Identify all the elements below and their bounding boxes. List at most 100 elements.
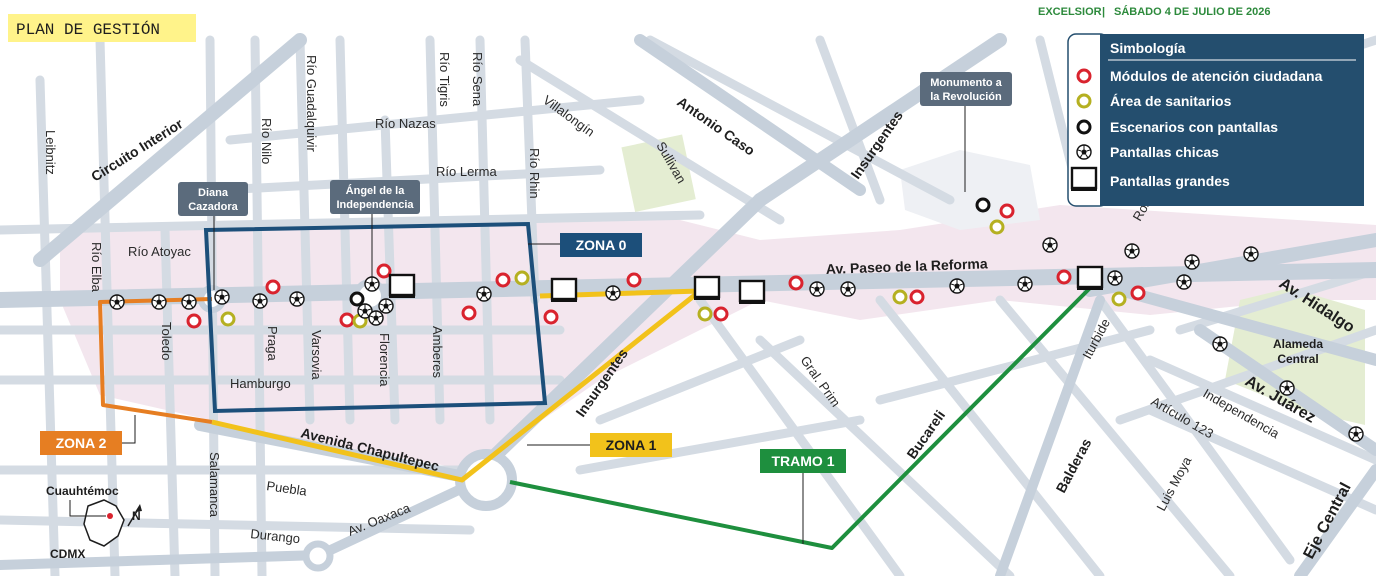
big-screen-marker — [692, 275, 722, 302]
street-rio-elba: Río Elba — [89, 242, 104, 293]
svg-text:ZONA 1: ZONA 1 — [606, 437, 657, 453]
svg-text:ZONA 2: ZONA 2 — [56, 435, 107, 451]
small-screen-marker — [1243, 246, 1259, 262]
header-masthead: EXCELSIOR | SÁBADO 4 DE JULIO DE 2026 — [1038, 5, 1271, 18]
inset-delegacion-label: Cuauhtémoc — [46, 484, 119, 498]
small-screen-marker — [605, 285, 621, 301]
street-puebla: Puebla — [266, 478, 309, 499]
sanitary-marker — [514, 270, 530, 286]
callout-angel: Ángel de la Independencia — [330, 180, 420, 284]
small-screen-marker — [1042, 237, 1058, 253]
small-screen-marker — [289, 291, 305, 307]
legend-item-pantallas-grandes: Pantallas grandes — [1110, 173, 1230, 189]
street-rio-nilo: Río Nilo — [259, 118, 274, 164]
inset-locator: Cuauhtémoc N CDMX — [46, 484, 142, 561]
module-marker — [543, 309, 559, 325]
small-screen-marker — [368, 310, 384, 326]
street-toledo: Toledo — [159, 322, 174, 360]
small-screen-marker — [181, 294, 197, 310]
big-screen-marker — [549, 277, 579, 304]
svg-text:Monumento a: Monumento a — [930, 77, 1002, 89]
zona-0-boundary — [203, 221, 548, 414]
svg-text:Central: Central — [1277, 352, 1318, 366]
small-screen-marker — [476, 286, 492, 302]
masthead-separator: | — [1102, 6, 1105, 18]
yellow-circle-icon — [1076, 93, 1092, 109]
tramo-1-label: TRAMO 1 — [760, 449, 846, 544]
street-durango: Durango — [250, 526, 301, 546]
svg-text:TRAMO 1: TRAMO 1 — [772, 453, 835, 469]
legend-item-modulos: Módulos de atención ciudadana — [1110, 68, 1323, 84]
small-screen-marker — [1212, 336, 1228, 352]
small-screen-marker — [1017, 276, 1033, 292]
small-screen-marker — [109, 294, 125, 310]
module-marker — [495, 272, 511, 288]
small-screen-marker — [809, 281, 825, 297]
small-screen-marker — [364, 276, 380, 292]
screen-icon — [1069, 166, 1099, 193]
module-marker — [265, 279, 281, 295]
sanitary-marker — [892, 289, 908, 305]
tramo-1-route — [509, 286, 1092, 550]
module-marker — [626, 272, 642, 288]
zona-0-label: ZONA 0 — [528, 233, 642, 257]
small-screen-marker — [151, 294, 167, 310]
small-screen-marker — [1184, 254, 1200, 270]
street-amberes: Amberes — [430, 326, 445, 379]
module-marker — [788, 275, 804, 291]
zona-2-label: ZONA 2 — [40, 415, 136, 455]
legend-title: Simbología — [1110, 40, 1186, 56]
inset-cdmx-label: CDMX — [50, 547, 85, 561]
module-marker — [186, 313, 202, 329]
publication-name: EXCELSIOR — [1038, 6, 1102, 18]
small-screen-marker — [252, 293, 268, 309]
stage-marker — [975, 197, 991, 213]
street-florencia: Florencia — [377, 333, 392, 387]
sanitary-marker — [1111, 291, 1127, 307]
legend-item-escenarios: Escenarios con pantallas — [1110, 119, 1278, 135]
sanitary-marker — [220, 311, 236, 327]
svg-text:la Revolución: la Revolución — [930, 91, 1002, 103]
street-leibnitz: Leibnitz — [43, 130, 58, 175]
svg-text:Independencia: Independencia — [336, 199, 414, 211]
cdmx-outline — [83, 499, 125, 547]
street-rio-guadalquivir: Río Guadalquivir — [304, 55, 319, 152]
module-marker — [1056, 269, 1072, 285]
big-screen-marker — [387, 273, 417, 300]
small-screen-marker — [1348, 426, 1364, 442]
svg-text:N: N — [132, 509, 141, 523]
svg-text:ZONA 0: ZONA 0 — [576, 237, 627, 253]
big-screen-marker — [737, 279, 767, 306]
street-varsovia: Varsovia — [309, 330, 324, 380]
svg-text:Ángel de la: Ángel de la — [346, 184, 406, 197]
stage-marker — [349, 291, 365, 307]
svg-text:Cazadora: Cazadora — [188, 201, 238, 213]
small-screen-marker — [214, 289, 230, 305]
module-marker — [713, 306, 729, 322]
small-screen-marker — [1279, 380, 1295, 396]
map-markers — [109, 197, 1364, 442]
red-circle-icon — [1076, 68, 1092, 84]
north-arrow-icon: N — [127, 504, 142, 527]
street-paseo-reforma: Av. Paseo de la Reforma — [826, 255, 989, 277]
publication-date: SÁBADO 4 DE JULIO DE 2026 — [1114, 5, 1271, 18]
small-screen-marker — [1124, 243, 1140, 259]
zona-1-label: ZONA 1 — [527, 433, 672, 457]
small-screen-marker — [1107, 270, 1123, 286]
sanitary-marker — [989, 219, 1005, 235]
module-marker — [999, 203, 1015, 219]
label-alameda: Alameda Central — [1273, 337, 1323, 366]
callout-diana: Diana Cazadora — [178, 182, 248, 290]
street-rio-sena: Río Sena — [470, 52, 485, 107]
street-hamburgo: Hamburgo — [230, 376, 291, 391]
module-marker — [461, 305, 477, 321]
street-rio-tigris: Río Tigris — [437, 52, 452, 107]
svg-text:Diana: Diana — [198, 187, 229, 199]
header-title-highlight — [8, 14, 196, 42]
soccer-ball-icon — [1076, 144, 1092, 160]
street-rio-nazas: Río Nazas — [375, 116, 436, 131]
street-praga: Praga — [265, 326, 280, 361]
page-title: PLAN DE GESTIÓN — [16, 20, 160, 39]
legend-item-pantallas-chicas: Pantallas chicas — [1110, 144, 1219, 160]
small-screen-marker — [378, 298, 394, 314]
